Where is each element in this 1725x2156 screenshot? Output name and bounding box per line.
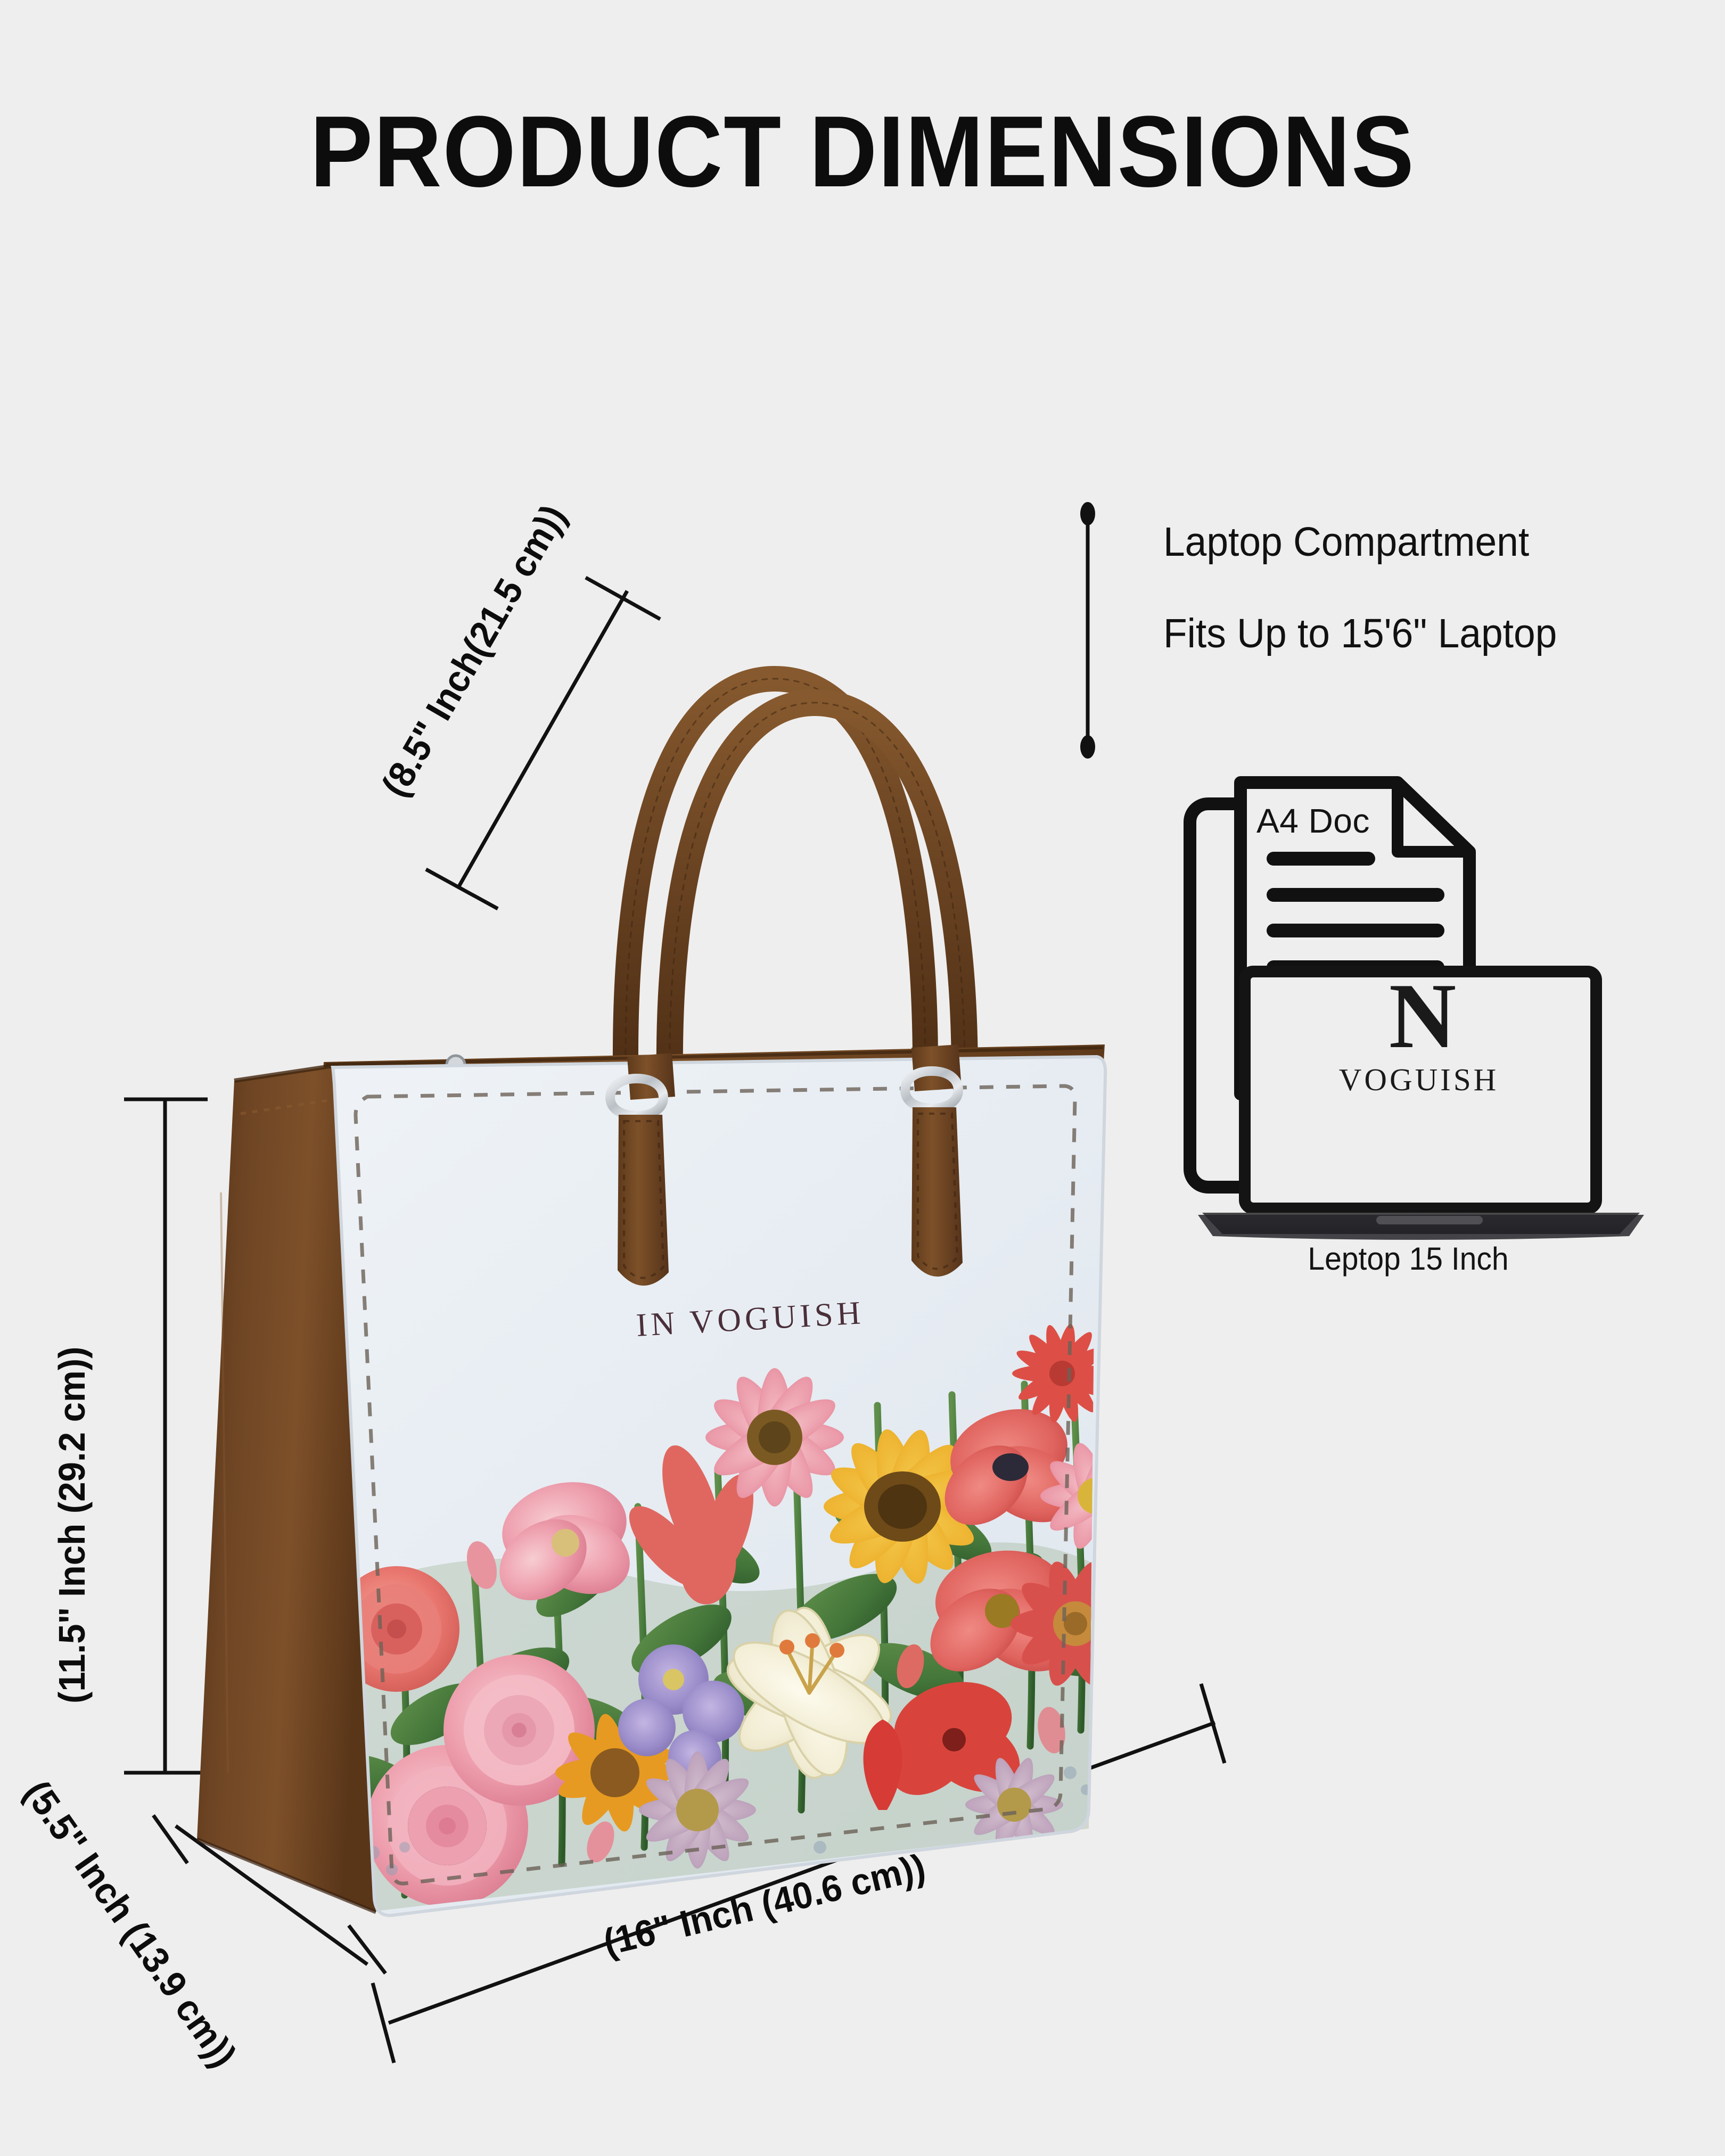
callout-leader-line (1080, 502, 1095, 759)
page-title: PRODUCT DIMENSIONS (310, 95, 1415, 208)
dimension-label-width: (16" Inch (40.6 cm)) (599, 1846, 930, 1963)
flower-aster (965, 1758, 1063, 1851)
flower-peony (334, 1566, 459, 1692)
handbag (196, 665, 1107, 1918)
flower-rose (366, 1745, 528, 1907)
strap-tab-right (900, 1044, 964, 1277)
doc-text-lines (1267, 852, 1444, 974)
flower-tulip (863, 1719, 902, 1810)
bag-brand-print: IN VOGUISH (635, 1295, 866, 1344)
flower-aster (639, 1751, 756, 1869)
laptop-size-caption: Leptop 15 Inch (1308, 1241, 1509, 1277)
flower-gerbera (705, 1368, 844, 1507)
dimension-line-height (124, 1097, 208, 1775)
flower-poppy (944, 1409, 1078, 1525)
flower-sunflower (555, 1714, 675, 1832)
panel-stitch-outline (354, 1084, 1077, 1886)
a4-doc-label: A4 Doc (1256, 802, 1370, 840)
flower-poppy (930, 1550, 1074, 1672)
laptop-icon (1198, 966, 1644, 1240)
floral-print (333, 1324, 1097, 1911)
flower-poppy (499, 1482, 630, 1600)
flower-lily (726, 1607, 892, 1779)
flower-buds (466, 1541, 1065, 1863)
dimension-line-handle-drop (425, 575, 661, 911)
flower-delphinium (618, 1644, 744, 1783)
dimension-label-handle-drop: (8.5" Inch(21.5 cm)) (373, 498, 574, 804)
flower-sunflower (824, 1429, 981, 1584)
flower-poppy (890, 1682, 1020, 1795)
dimension-line-depth (152, 1814, 387, 1975)
zipper-pull (372, 1054, 466, 1105)
monogram-n-icon: N (1389, 964, 1456, 1067)
brand-wordmark: VOGUISH (1338, 1061, 1499, 1097)
laptop-screen-logo: N VOGUISH (1288, 964, 1549, 1098)
callout-line-1: Laptop Compartment (1163, 519, 1530, 565)
strap-tab-left (605, 1053, 675, 1286)
dimension-label-depth: (5.5" Inch (13.9 cm)) (16, 1773, 245, 2075)
doc-stack-icon (1184, 776, 1476, 1194)
flower-gerbera (1040, 1443, 1097, 1549)
flower-rose (443, 1655, 595, 1806)
dimension-line-width (371, 1683, 1227, 2063)
callout-line-2: Fits Up to 15'6" Laptop (1163, 611, 1557, 656)
filler-foliage (351, 1766, 1091, 1885)
dimension-label-height: (11.5" Inch (29.2 cm)) (51, 1346, 93, 1704)
flower-chrysanthemum (1012, 1324, 1097, 1423)
flower-zinnia (1011, 1561, 1097, 1686)
flower-iris (629, 1445, 754, 1604)
